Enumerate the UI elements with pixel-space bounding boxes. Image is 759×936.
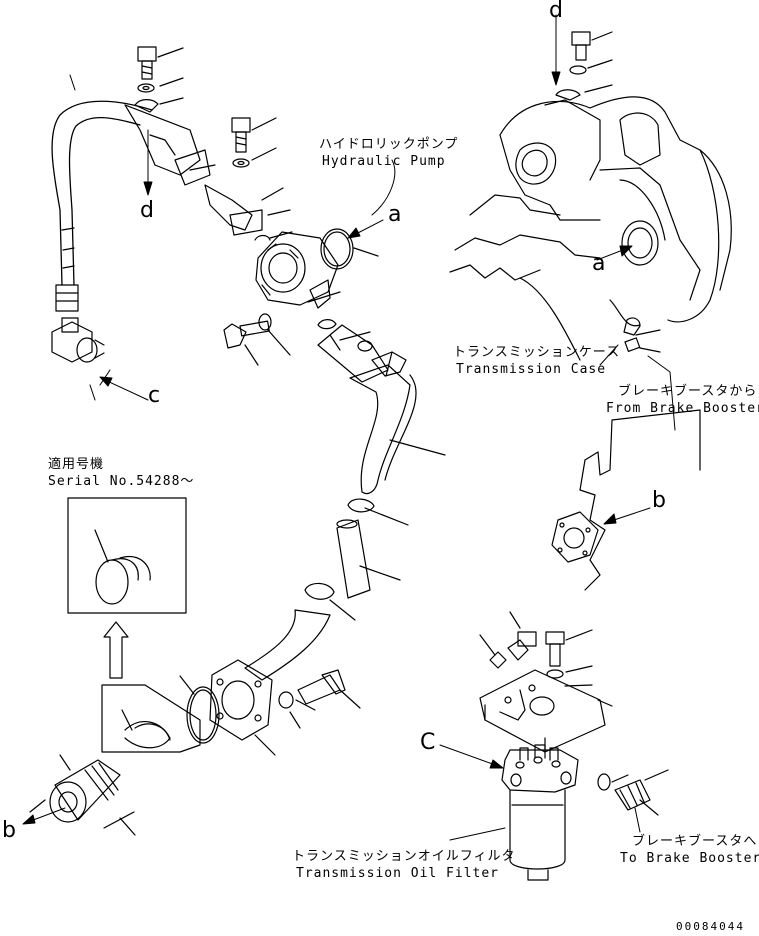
hydraulic-pump-label-en: Hydraulic Pump [322, 154, 446, 169]
bolt-set-upper-left [134, 46, 184, 113]
transmission-case-label-en: Transmission Case [456, 362, 607, 377]
oil-filter-label-jp: トランスミッションオイルフィルタ [292, 849, 516, 864]
hydraulic-pump-label-jp: ハイドロリックポンプ [319, 137, 459, 152]
ref-d-hose: d [140, 198, 154, 223]
leader-lines [22, 14, 676, 841]
transmission-case [449, 31, 732, 361]
serial-label-en: Serial No.54288～ [48, 474, 195, 489]
brake-booster-bracket [551, 409, 701, 591]
ref-a-case: a [592, 251, 606, 276]
oil-filter-label-en: Transmission Oil Filter [296, 866, 500, 881]
oil-filter-assembly [479, 611, 669, 881]
ref-b-bracket: b [652, 488, 666, 513]
ref-c-filter: C [420, 730, 436, 755]
from-brake-booster-label-jp: ブレーキブースタから [618, 384, 758, 399]
to-brake-booster-label-en: To Brake Booster [620, 851, 759, 866]
serial-variant-box [67, 497, 201, 753]
serial-label-jp: 適用号機 [48, 457, 105, 472]
drawing-code: 00084044 [676, 920, 745, 933]
ref-b-strainer: b [2, 818, 16, 843]
ref-c-hose: c [148, 383, 161, 408]
pump-assembly [179, 117, 446, 756]
strainer [29, 754, 136, 836]
hose-assembly [51, 100, 216, 363]
from-brake-booster-label-en: From Brake Booster [606, 401, 759, 416]
transmission-case-label-jp: トランスミッションケース [453, 345, 621, 360]
ref-d-case: d [549, 0, 563, 23]
to-brake-booster-label-jp: ブレーキブースタへ [632, 834, 758, 849]
ref-a-pump: a [388, 202, 402, 227]
